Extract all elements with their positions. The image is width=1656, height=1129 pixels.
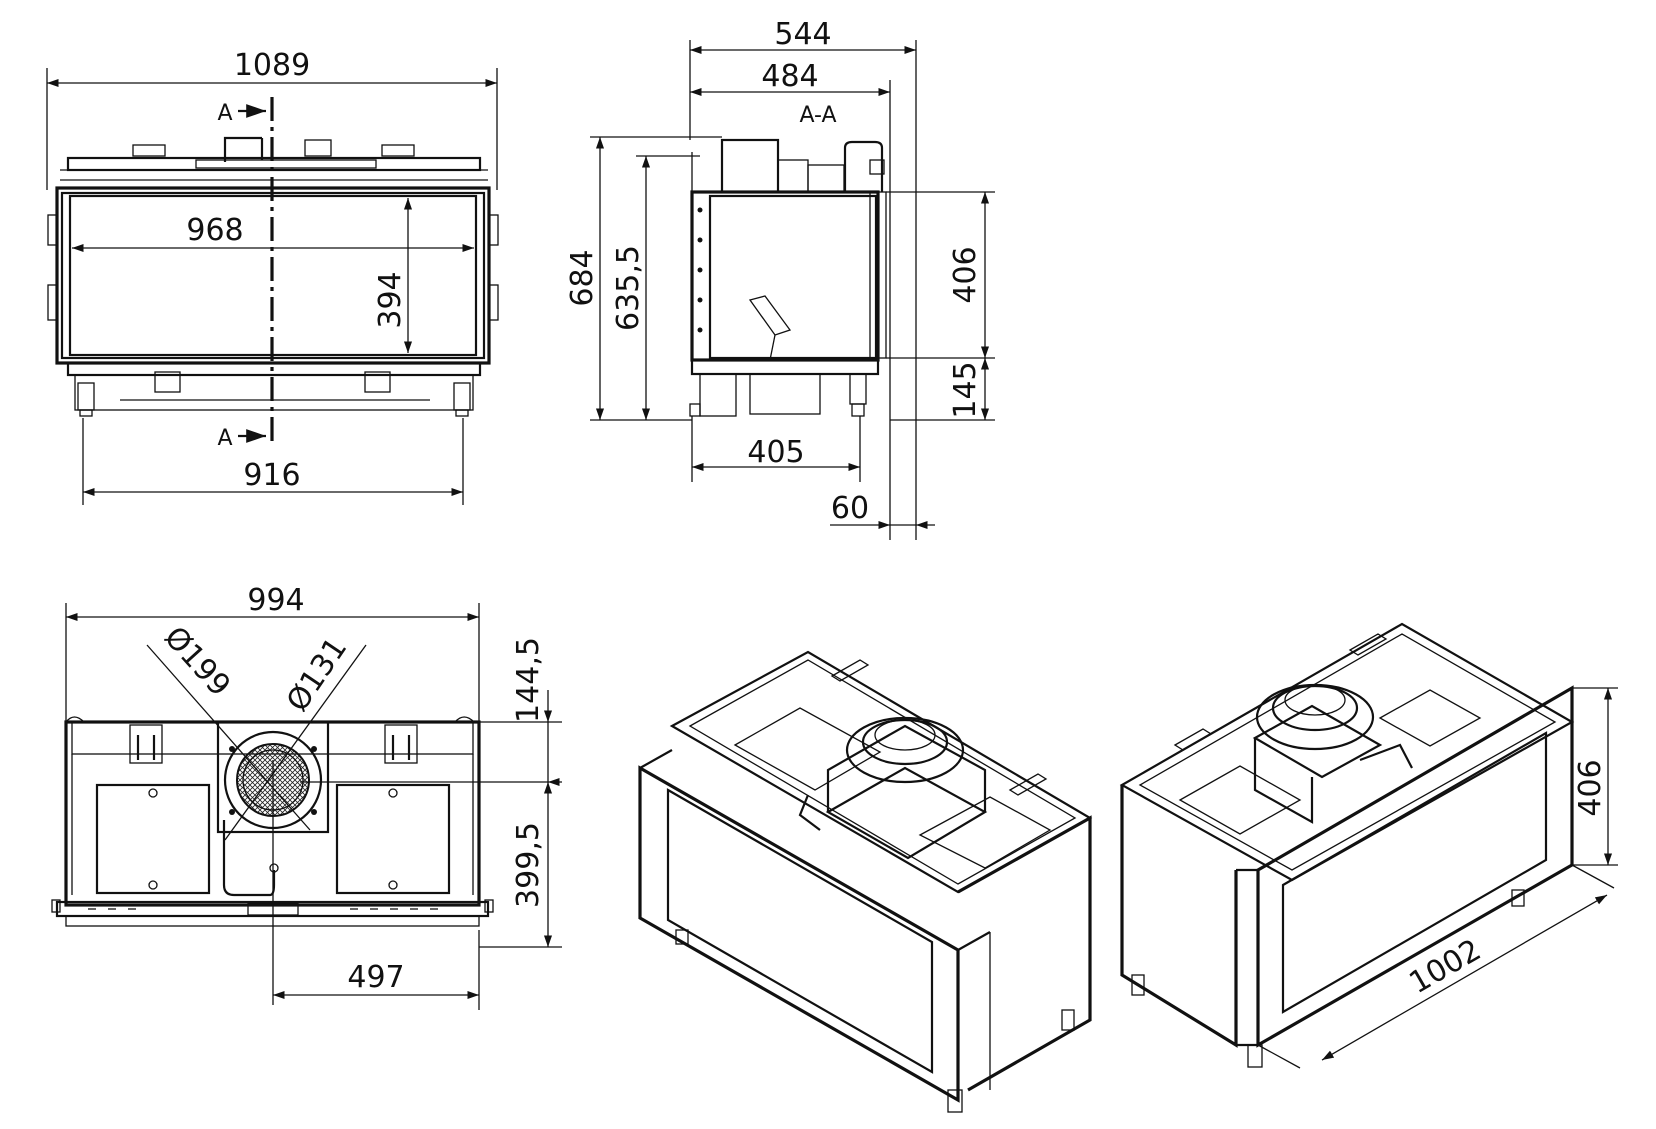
dim-opening-height-side: 406 [948,246,983,303]
dim-height-overall: 684 [565,249,600,306]
dim-depth-overall: 544 [774,17,831,52]
dim-iso-length: 1002 [1403,933,1487,1001]
iso-view-left [638,650,1093,1113]
section-mark-bottom: A [217,426,232,451]
iso-view-right: 406 1002 [1119,622,1618,1069]
dim-front-width: 1089 [234,48,310,83]
dim-flue-outer: Ø199 [157,620,237,704]
section-mark-top: A [217,101,232,126]
dim-opening-width: 968 [186,213,243,248]
top-view: 994 [51,583,562,1010]
section-title: A-A [799,103,836,128]
dim-base-height: 145 [948,361,983,418]
dim-base-width: 916 [243,458,300,493]
dim-flue-side: 497 [347,960,404,995]
dim-offset: 60 [831,491,869,526]
dim-iso-height: 406 [1573,759,1608,816]
dim-flue-inner: Ø131 [280,631,354,718]
dim-opening-height: 394 [373,271,408,328]
dim-height-body: 635,5 [611,245,646,331]
dim-flue-back: 144,5 [511,637,546,723]
front-view: 1089 968 394 [46,48,499,505]
dim-top-width: 994 [247,583,304,618]
dim-depth-body: 484 [761,59,818,94]
dim-base-depth: 405 [747,435,804,470]
dim-flue-front: 399,5 [511,822,546,908]
section-view: 544 484 A-A [565,17,995,540]
